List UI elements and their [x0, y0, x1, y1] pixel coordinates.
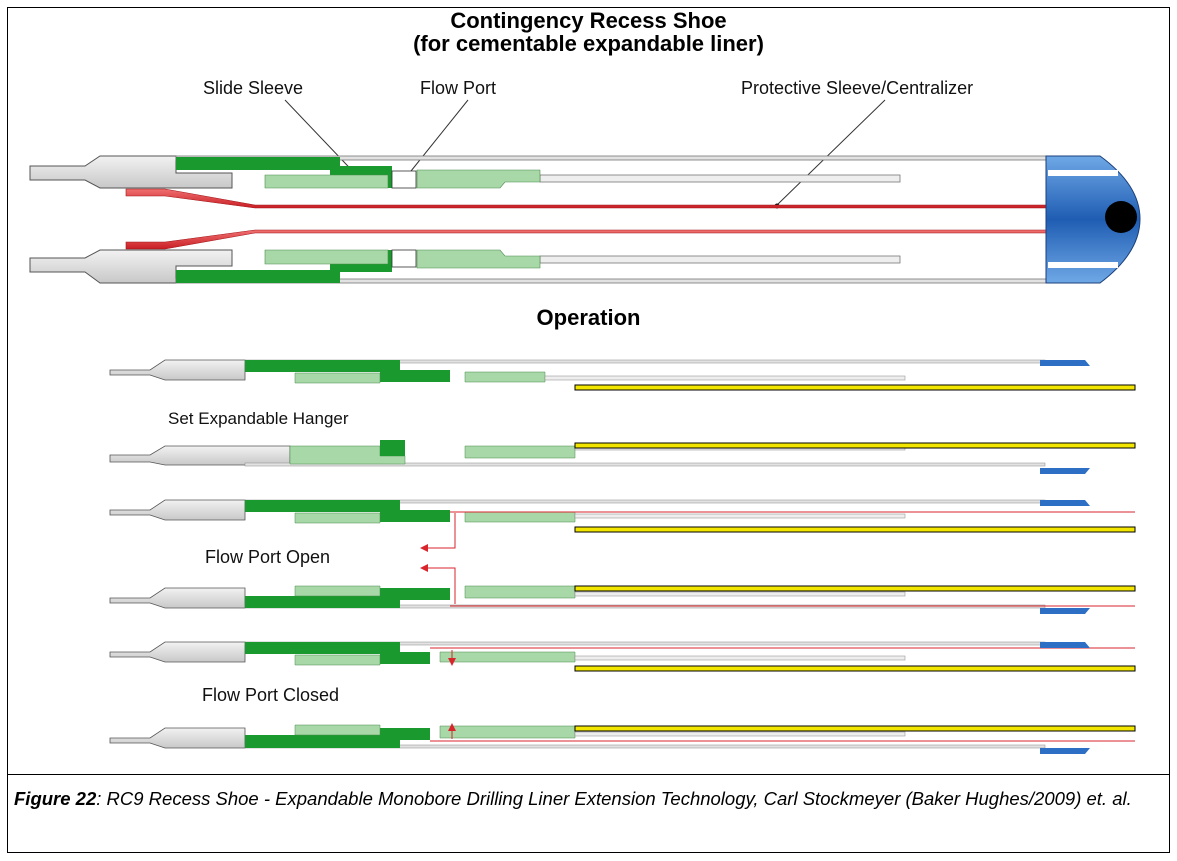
- figure-frame: [7, 7, 1170, 853]
- figure-caption-text: : RC9 Recess Shoe - Expandable Monobore …: [96, 788, 1132, 809]
- lower-housing: [29, 249, 233, 284]
- stage-4-port-closed-lower: [109, 723, 1136, 754]
- stage-1-run-in: [109, 359, 1136, 391]
- protective-sleeve-upper: [125, 188, 1047, 209]
- shoe-band-upper: [1048, 170, 1118, 176]
- stage-label-port-open: Flow Port Open: [205, 547, 331, 567]
- diagram-subtitle: (for cementable expandable liner): [413, 31, 764, 56]
- upper-light-sleeve: [264, 169, 541, 189]
- leader-flow-port: [402, 99, 469, 182]
- upper-housing: [29, 155, 233, 189]
- stage-3-port-open-upper: [109, 499, 1136, 552]
- operation-heading: Operation: [536, 305, 641, 330]
- leader-protective-sleeve: [776, 99, 886, 206]
- stage-3-port-open-lower: [109, 564, 1136, 614]
- diagram-title: Contingency Recess Shoe: [450, 8, 727, 33]
- shoe-ball: [1105, 201, 1137, 233]
- stage-2-set-hanger: [109, 440, 1136, 474]
- upper-flow-port: [391, 170, 417, 189]
- protective-sleeve-lower: [125, 229, 1047, 250]
- lower-inner-tube: [539, 255, 901, 264]
- caption-divider: [7, 774, 1170, 775]
- lower-flow-port: [391, 249, 417, 268]
- callout-flow-port: Flow Port: [420, 78, 497, 98]
- callout-slide-sleeve: Slide Sleeve: [203, 78, 304, 98]
- stage-label-port-closed: Flow Port Closed: [202, 685, 340, 705]
- upper-inner-tube: [539, 174, 901, 183]
- stage-4-port-closed-upper: [109, 641, 1136, 672]
- stage-label-set-hanger: Set Expandable Hanger: [168, 409, 349, 428]
- figure-caption: Figure 22: RC9 Recess Shoe - Expandable …: [14, 786, 1154, 811]
- callout-protective-sleeve: Protective Sleeve/Centralizer: [741, 78, 974, 98]
- shoe-band-lower: [1048, 262, 1118, 268]
- lower-light-sleeve: [264, 249, 541, 269]
- main-assembly: [29, 99, 1141, 284]
- figure-label: Figure 22: [14, 788, 97, 809]
